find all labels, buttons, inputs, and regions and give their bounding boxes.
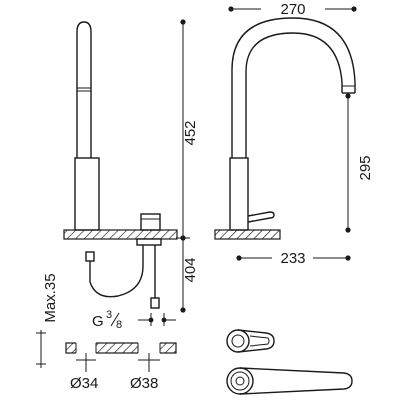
thread-g: G [92, 313, 104, 330]
side-spout-pipe [76, 21, 92, 158]
hose-fitting-2 [150, 297, 160, 309]
dim-lever-reach: 233 [236, 250, 351, 267]
dim-295: 295 [357, 155, 374, 180]
thread-label: G 3 8 [92, 309, 176, 331]
dim-spout-height: 295 [345, 93, 374, 233]
front-body [229, 157, 249, 231]
dim-max-deck: Max.35 [36, 273, 59, 368]
side-body [74, 157, 100, 231]
front-spout-inner [245, 32, 343, 158]
hose-fitting-1 [85, 251, 95, 262]
side-deck [63, 229, 178, 240]
plan-view-handle-2 [226, 367, 353, 395]
dim-hole-34: Ø34 [70, 375, 98, 392]
dim-total-height: 452 [182, 120, 199, 145]
flex-hose-1 [89, 260, 144, 298]
side-view [63, 21, 178, 309]
thread-den: 8 [116, 319, 122, 331]
front-deck [214, 229, 281, 240]
dim-spout-reach: 270 [280, 1, 305, 18]
side-lever [140, 213, 161, 231]
front-lever [247, 211, 275, 223]
side-nut [136, 238, 162, 246]
dim-233: 233 [280, 250, 305, 267]
dim-height-left: 452 404 [176, 19, 199, 313]
deck-holes-plan: Ø34 Ø38 [65, 342, 177, 392]
dim-hole-38: Ø38 [130, 375, 158, 392]
dim-below-deck: 404 [182, 257, 199, 282]
thread-num: 3 [106, 309, 112, 321]
dim-max-35: Max.35 [42, 273, 59, 322]
plan-view-handle-1 [226, 329, 275, 353]
front-spout-outer [231, 17, 356, 158]
deck-plate [65, 342, 177, 354]
dim-reach-top: 270 [228, 1, 357, 18]
front-view [214, 17, 356, 240]
